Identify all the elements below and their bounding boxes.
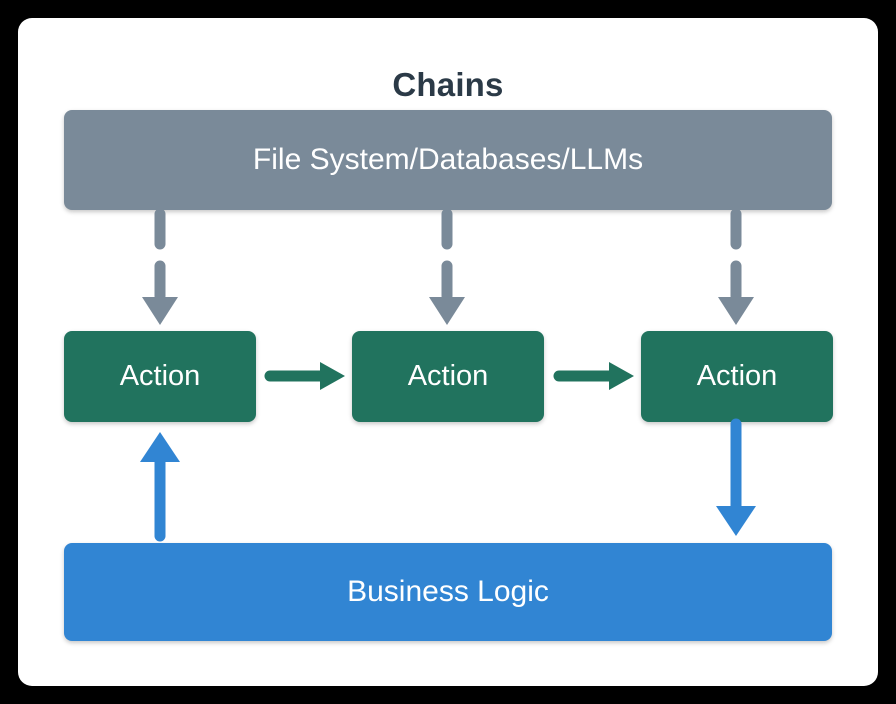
- resources-node[interactable]: File System/Databases/LLMs: [64, 110, 832, 210]
- business-logic-node[interactable]: Business Logic: [64, 543, 832, 641]
- resources-node-label: File System/Databases/LLMs: [252, 143, 644, 176]
- arrow-up-icon-business-to-action: [140, 432, 180, 542]
- page-title: Chains: [392, 66, 504, 103]
- action-node-3-label: Action: [696, 360, 778, 392]
- action-node-2[interactable]: Action: [352, 331, 544, 422]
- dashed-arrow-down-icon-2: [429, 208, 465, 325]
- diagram-card: Chains File System/Databases/LLMs Action…: [18, 18, 878, 686]
- business-logic-node-label: Business Logic: [347, 575, 549, 608]
- arrow-right-icon-1: [264, 362, 345, 390]
- dashed-arrow-down-icon-3: [718, 208, 754, 325]
- action-node-2-label: Action: [407, 360, 489, 392]
- arrow-right-icon-2: [553, 362, 634, 390]
- action-node-1-label: Action: [119, 360, 201, 392]
- action-node-1[interactable]: Action: [64, 331, 256, 422]
- dashed-arrow-down-icon-1: [142, 208, 178, 325]
- action-node-3[interactable]: Action: [641, 331, 833, 422]
- arrow-down-icon-action-to-business: [716, 418, 756, 536]
